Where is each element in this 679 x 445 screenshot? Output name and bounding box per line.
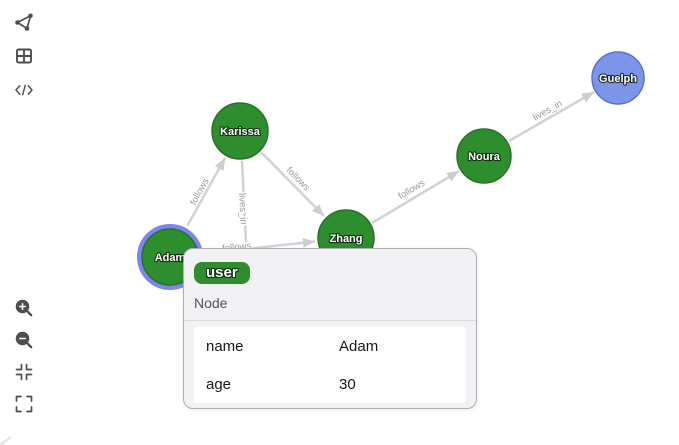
property-value: Adam bbox=[339, 337, 379, 355]
divider bbox=[184, 320, 476, 321]
graph-icon bbox=[15, 13, 33, 31]
zoom-out-icon bbox=[15, 331, 33, 349]
node-label: Karissa bbox=[220, 126, 261, 138]
node-circle[interactable] bbox=[591, 51, 645, 105]
property-value: 30 bbox=[339, 375, 356, 393]
fit-view-button[interactable] bbox=[13, 361, 35, 383]
view-toolbar bbox=[13, 11, 35, 101]
property-row: name Adam bbox=[194, 327, 466, 365]
edge-karissa-lives-in[interactable] bbox=[240, 160, 248, 253]
fullscreen-button[interactable] bbox=[13, 393, 35, 415]
table-icon bbox=[16, 48, 32, 64]
node-type-badge: user bbox=[194, 262, 250, 284]
zoom-in-icon bbox=[15, 299, 33, 317]
property-row: age 30 bbox=[194, 365, 466, 403]
edge-karissa-zhang[interactable] bbox=[260, 151, 325, 217]
edge-zhang-noura[interactable] bbox=[371, 169, 460, 225]
node-noura[interactable]: Noura bbox=[456, 128, 512, 184]
properties-table: name Adam age 30 bbox=[194, 327, 466, 403]
property-key: name bbox=[206, 337, 244, 355]
fit-view-icon bbox=[15, 363, 33, 381]
node-label: Adam bbox=[155, 252, 186, 264]
graph-view-button[interactable] bbox=[13, 11, 35, 33]
zoom-out-button[interactable] bbox=[13, 329, 35, 351]
zoom-in-button[interactable] bbox=[13, 297, 35, 319]
node-tooltip: user Node name Adam age 30 bbox=[183, 248, 477, 409]
node-label: Noura bbox=[468, 151, 501, 163]
zoom-toolbar bbox=[13, 297, 35, 415]
node-label: Guelph bbox=[599, 73, 637, 85]
node-karissa[interactable]: Karissa bbox=[211, 102, 269, 160]
node-label: Zhang bbox=[330, 233, 363, 245]
edge-adam-karissa[interactable] bbox=[186, 157, 227, 227]
edge-label: lives_in bbox=[236, 193, 249, 225]
edge-noura-guelph[interactable] bbox=[508, 90, 595, 143]
code-icon bbox=[15, 84, 33, 96]
code-view-button[interactable] bbox=[13, 79, 35, 101]
edge-label: follows bbox=[188, 176, 212, 207]
property-key: age bbox=[206, 375, 232, 393]
edge-offscreen-stub bbox=[0, 435, 12, 445]
node-guelph[interactable]: Guelph bbox=[591, 51, 645, 105]
node-circle[interactable] bbox=[211, 102, 269, 160]
fullscreen-icon bbox=[15, 395, 33, 413]
table-view-button[interactable] bbox=[13, 45, 35, 67]
node-circle[interactable] bbox=[456, 128, 512, 184]
tooltip-title: Node bbox=[194, 295, 228, 311]
